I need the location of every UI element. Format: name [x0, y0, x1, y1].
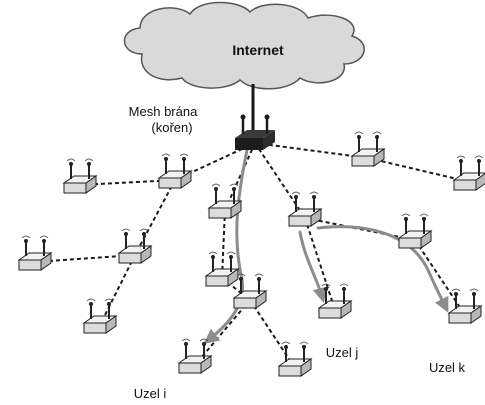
- mesh-router-icon: [207, 183, 243, 219]
- mesh-router-icon: [317, 283, 353, 319]
- route-to-node-i: [203, 148, 249, 344]
- mesh-router-icon: [452, 155, 485, 191]
- mesh-router-icon: [232, 273, 268, 309]
- node-i-label: Uzel i: [134, 386, 167, 401]
- gateway-router: [235, 114, 275, 150]
- internet-label: Internet: [232, 42, 284, 58]
- mesh-router-icon: [117, 228, 153, 264]
- mesh-router-icon: [17, 235, 53, 271]
- cloud-icon: [123, 1, 365, 90]
- mesh-router-icon: [82, 298, 118, 334]
- mesh-router-icon: [397, 213, 433, 249]
- mesh-router-icon: [447, 288, 483, 324]
- mesh-router-icon: [62, 158, 98, 194]
- gateway-label-line1: Mesh brána: [129, 104, 198, 119]
- mesh-router-icon: [157, 153, 193, 189]
- node-j-label: Uzel j: [326, 345, 359, 360]
- route-to-node-k: [316, 225, 449, 313]
- node-k-label: Uzel k: [429, 360, 466, 375]
- mesh-nodes: [17, 131, 485, 377]
- mesh-links: [34, 142, 471, 369]
- gateway-label-line2: (kořen): [151, 120, 192, 135]
- mesh-router-icon: [177, 338, 213, 374]
- gateway-router-icon: [235, 114, 275, 150]
- route-to-node-j: [298, 230, 328, 303]
- mesh-router-icon: [204, 251, 240, 287]
- mesh-router-icon: [350, 131, 386, 167]
- mesh-router-icon: [277, 341, 313, 377]
- internet-cloud: Internet: [123, 1, 365, 90]
- mesh-router-icon: [287, 191, 323, 227]
